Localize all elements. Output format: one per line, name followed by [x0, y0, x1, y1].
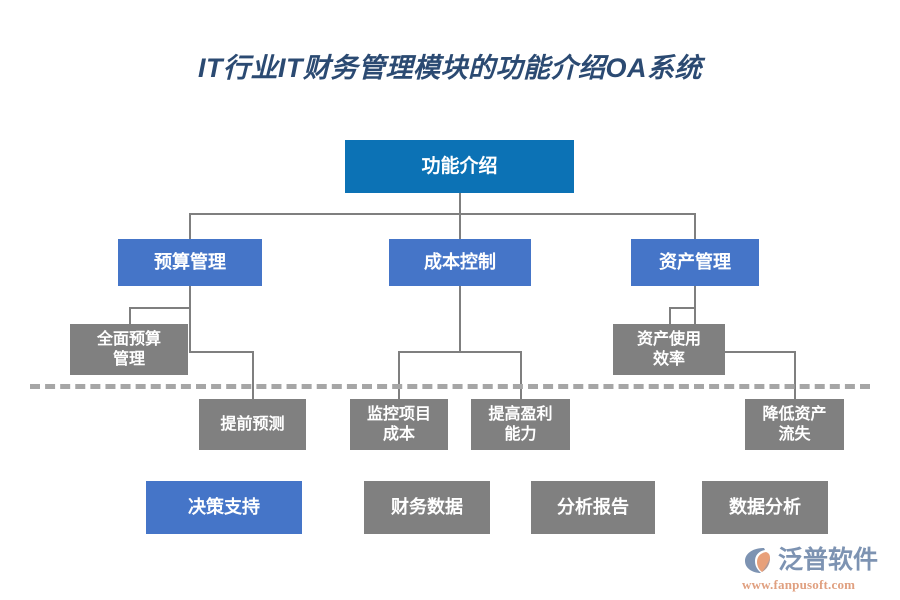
node-level4-jiankong-xiangmu-chengben[interactable]: 监控项目 成本 [350, 399, 448, 450]
connector-level2-drop-center [459, 213, 461, 239]
connector-level2-drop-left [189, 213, 191, 239]
brand-watermark: 泛普软件 www.fanpusoft.com [742, 544, 894, 594]
node-bottom-caiwu-shuju[interactable]: 财务数据 [364, 481, 490, 534]
connector-cost-stem [459, 286, 461, 352]
connector-budget-arm-up [129, 307, 190, 309]
connector-cost-to-tigao [520, 351, 522, 399]
connector-asset-arm-down [694, 351, 795, 353]
node-level2-zichan-guanli[interactable]: 资产管理 [631, 239, 759, 286]
connector-cost-to-jiankong [398, 351, 400, 399]
node-level3-zichan-shiyong-xiaolv[interactable]: 资产使用 效率 [613, 324, 725, 375]
connector-level2-drop-right [694, 213, 696, 239]
node-level4-tiqian-yuce[interactable]: 提前预测 [199, 399, 306, 450]
connector-budget-stem [189, 286, 191, 352]
page-title: IT行业IT财务管理模块的功能介绍OA系统 [198, 53, 702, 83]
node-level4-jiangdi-zichan-liushi[interactable]: 降低资产 流失 [745, 399, 844, 450]
brand-logo-row: 泛普软件 [742, 544, 894, 576]
node-level2-chengben-kongzhi[interactable]: 成本控制 [389, 239, 531, 286]
node-level3-quanmian-yusuan-guanli[interactable]: 全面预算 管理 [70, 324, 188, 375]
node-root-gongneng-jieshao[interactable]: 功能介绍 [345, 140, 574, 193]
connector-budget-to-tiqian [252, 351, 254, 399]
brand-name: 泛普软件 [778, 545, 879, 574]
node-level2-yusuan-guanli[interactable]: 预算管理 [118, 239, 262, 286]
connector-asset-to-jiangdi [794, 351, 796, 399]
connector-budget-to-quanmian [129, 307, 131, 324]
brand-url: www.fanpusoft.com [742, 577, 856, 592]
node-bottom-shuju-fenxi[interactable]: 数据分析 [702, 481, 828, 534]
node-level4-tigao-yingli-nengli[interactable]: 提高盈利 能力 [471, 399, 570, 450]
node-bottom-fenxi-baogao[interactable]: 分析报告 [531, 481, 655, 534]
connector-level2-bus [189, 213, 695, 215]
connector-budget-arm-down [189, 351, 253, 353]
fanpu-logo-icon [745, 548, 770, 573]
node-bottom-juece-zhichi[interactable]: 决策支持 [146, 481, 302, 534]
connector-cost-bus [398, 351, 521, 353]
connector-asset-arm-up [669, 307, 695, 309]
connector-asset-stem [694, 286, 696, 352]
connector-asset-to-xiaolv [669, 307, 671, 324]
dashed-divider [30, 384, 870, 389]
